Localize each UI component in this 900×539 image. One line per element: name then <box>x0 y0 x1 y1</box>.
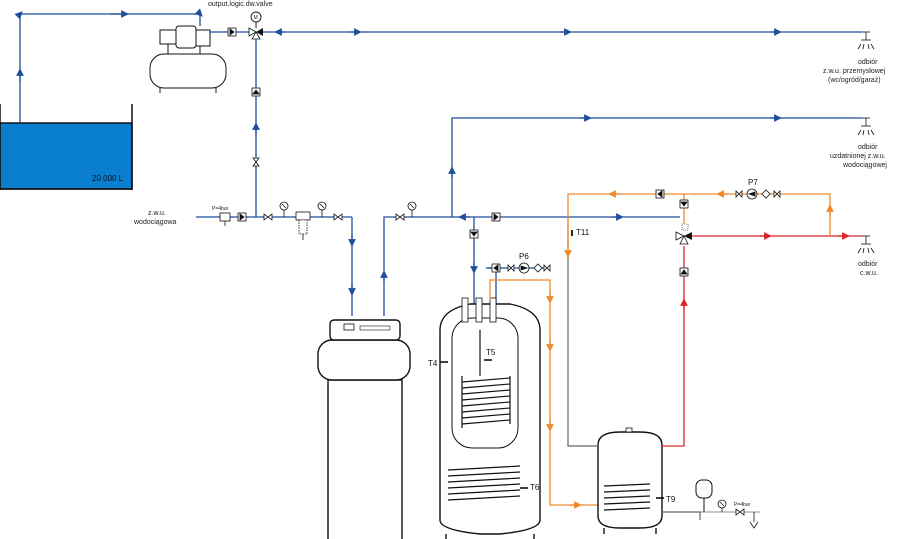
rainwater-tank: 20 000 L <box>0 104 133 190</box>
pressure-gauge-3 <box>407 201 417 217</box>
thermostatic-mixing-valve <box>675 223 692 245</box>
sensor-t9-label: T9 <box>666 495 676 504</box>
check-valve-hot <box>679 267 689 277</box>
check-valve-buffer <box>469 229 479 239</box>
ball-valve-inlet-2 <box>333 213 343 221</box>
motor-label: M <box>254 15 258 21</box>
treated-outlet-tap-icon <box>857 117 875 136</box>
ball-valve-p6-2 <box>543 264 551 272</box>
pump-p7-icon <box>746 188 758 200</box>
pump-p7-label: P7 <box>748 178 758 187</box>
hydrophore-pump-set <box>149 25 227 93</box>
safety-valve: P=4bar <box>700 502 760 529</box>
sensor-t4: T4 <box>428 359 448 368</box>
buffer-tank-lower-coil <box>447 465 521 501</box>
pressure-gauge-1 <box>279 201 289 217</box>
mains-inlet-label-1: z.w.u. <box>148 210 166 217</box>
industrial-outlet-label-1: odbiór <box>858 59 878 66</box>
hot-outlet-tap-icon <box>857 235 875 254</box>
industrial-outlet-label-3: (wc/ogród/garaż) <box>828 77 881 84</box>
ball-valve-p6 <box>507 264 515 272</box>
strainer-p6 <box>533 263 543 273</box>
strainer-p7 <box>761 189 771 199</box>
check-valve-inlet <box>237 212 247 222</box>
industrial-outlet-tap-icon <box>857 31 875 50</box>
pressure-gauge-dhw <box>717 499 727 512</box>
pressure-reducer: P=4bar <box>212 206 231 226</box>
industrial-outlet-label-2: z.w.u. przemysłowej <box>823 68 886 75</box>
buffer-tank-upper-coil <box>461 330 511 428</box>
check-valve-treated <box>491 212 501 222</box>
pump-p6-label: P6 <box>519 252 529 261</box>
mains-inlet-label-2: wodociągowa <box>133 219 177 226</box>
sediment-filter <box>295 211 311 240</box>
sensor-t5: T5 <box>484 348 496 361</box>
water-softener <box>317 319 411 539</box>
dhw-tank-coil <box>603 483 651 511</box>
mains-inlet-pipe <box>196 216 356 316</box>
sensor-t11: T11 <box>571 228 590 237</box>
sensor-t6: T6 <box>520 483 540 492</box>
expansion-vessel <box>695 479 713 512</box>
pressure-gauge-2 <box>317 201 327 217</box>
hot-water-line <box>662 232 862 447</box>
check-valve-loop-vertical <box>679 199 689 209</box>
tank-volume-label: 20 000 L <box>92 174 124 183</box>
check-valve-p6 <box>491 263 501 273</box>
sensor-t9: T9 <box>656 495 676 504</box>
motorised-three-way-valve: M output.logic.dw.valve <box>208 1 273 40</box>
check-valve-p7 <box>655 189 665 199</box>
treated-water-line <box>380 114 862 316</box>
suction-pipe <box>14 8 203 123</box>
ball-valve-p7-1 <box>735 190 743 198</box>
treated-outlet-label-3: wodociągowej <box>842 162 887 169</box>
pressure-reducer-label: P=4bar <box>212 206 229 212</box>
ball-valve-riser <box>252 157 260 167</box>
treated-outlet-label-2: uzdatnionej z.w.u. <box>830 153 886 160</box>
buffer-tank <box>439 297 541 539</box>
pump-p6-icon <box>518 262 530 274</box>
treated-outlet-label-1: odbiór <box>858 144 878 151</box>
ball-valve-inlet-1 <box>263 213 273 221</box>
check-valve-riser <box>251 87 261 97</box>
hot-outlet-label-1: odbiór <box>858 261 878 268</box>
ball-valve-p7-2 <box>773 190 781 198</box>
ball-valve-treated <box>395 213 405 221</box>
circulation-loop-pipe <box>564 190 834 258</box>
heating-loop-pipe <box>489 279 598 509</box>
dhw-tank <box>597 427 663 534</box>
safety-valve-label: P=4bar <box>734 502 751 508</box>
sensor-t11-label: T11 <box>576 228 590 237</box>
valve-output-label: output.logic.dw.valve <box>208 1 273 8</box>
check-valve-pump <box>227 27 237 37</box>
hot-outlet-label-2: c.w.u. <box>860 270 878 277</box>
sensor-t4-label: T4 <box>428 359 438 368</box>
sensor-t6-label: T6 <box>530 483 540 492</box>
sensor-t5-label: T5 <box>486 348 496 357</box>
